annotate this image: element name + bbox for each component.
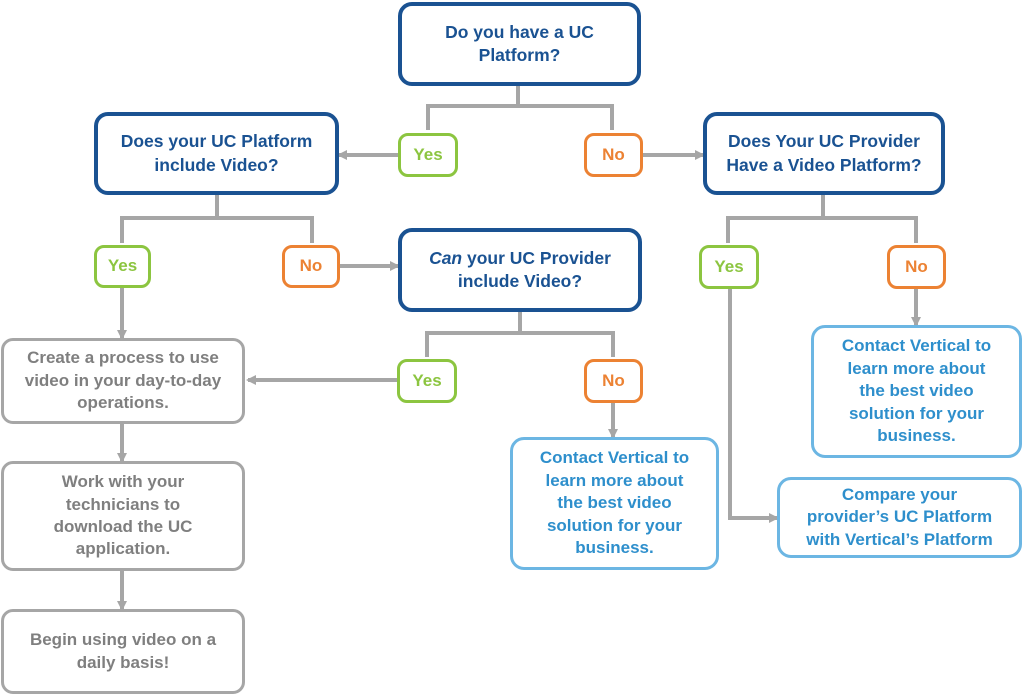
- yes-label-root: Yes: [398, 133, 458, 177]
- question-line: Can your UC Provider: [429, 247, 611, 270]
- connector-root-split: [426, 86, 614, 130]
- action-line: operations.: [77, 393, 169, 413]
- no-label-root: No: [584, 133, 643, 177]
- connector-can-provider-split: [425, 312, 615, 357]
- connector-provider-video-split: [726, 195, 918, 243]
- question-line: Does Your UC Provider: [728, 131, 920, 152]
- question-can-provider-include-video: Can your UC Provider include Video?: [398, 228, 642, 312]
- contact-line: Contact Vertical to: [841, 336, 992, 356]
- question-line: Have a Video Platform?: [726, 154, 922, 175]
- question-line: Does your UC Platform: [120, 131, 313, 152]
- connector-include-video-split: [120, 195, 314, 243]
- contact-line: provider’s UC Platform: [806, 507, 993, 527]
- question-line: Platform?: [478, 45, 561, 65]
- contact-line: business.: [575, 538, 654, 558]
- contact-line: the best video: [859, 381, 974, 401]
- yes-label-provider-video: Yes: [699, 245, 759, 289]
- contact-line: with Vertical’s Platform: [806, 529, 993, 549]
- contact-line: business.: [877, 426, 956, 446]
- contact-line: Contact Vertical to: [539, 448, 690, 468]
- yes-label-can-provider: Yes: [397, 359, 457, 403]
- contact-line: solution for your: [546, 515, 683, 535]
- action-line: download the UC: [53, 517, 193, 536]
- contact-line: learn more about: [847, 358, 986, 378]
- question-uc-platform: Do you have a UC Platform?: [398, 2, 641, 86]
- contact-line: solution for your: [848, 403, 985, 423]
- question-line: include Video?: [457, 271, 583, 291]
- contact-line: learn more about: [545, 470, 684, 490]
- can-emphasis: Can: [429, 247, 463, 268]
- action-line: video in your day-to-day: [24, 370, 222, 390]
- action-line: technicians to: [65, 494, 181, 514]
- no-label-provider-video: No: [887, 245, 946, 289]
- contact-line: Compare your: [841, 484, 958, 504]
- yes-label-include-video: Yes: [94, 245, 151, 288]
- question-line: Do you have a UC: [445, 21, 594, 42]
- action-line: application.: [75, 539, 171, 559]
- action-line: Work with your: [61, 472, 185, 492]
- action-line: daily basis!: [76, 652, 170, 672]
- action-line: Begin using video on a: [29, 630, 217, 650]
- contact-line: the best video: [557, 493, 672, 513]
- question-line: include Video?: [154, 154, 279, 175]
- question-line-rest: your UC Provider: [462, 247, 611, 268]
- arrow-yes-to-compare: [728, 289, 779, 523]
- no-label-can-provider: No: [584, 359, 643, 403]
- no-label-include-video: No: [282, 245, 340, 288]
- action-line: Create a process to use: [27, 348, 219, 368]
